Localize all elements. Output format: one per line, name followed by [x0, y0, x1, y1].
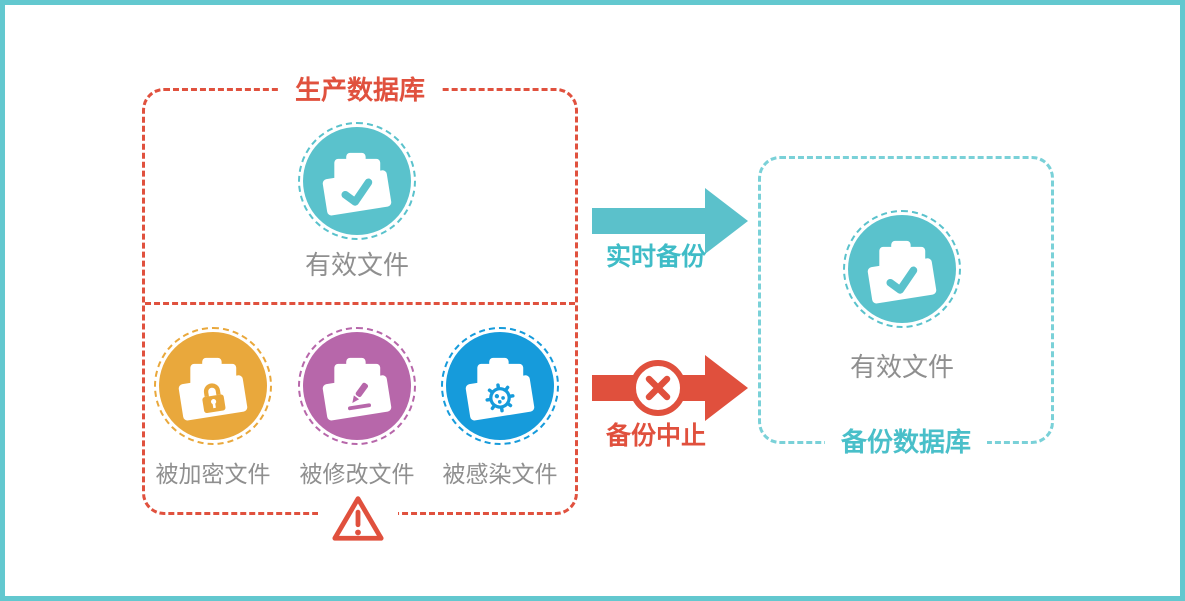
encrypted-files-label: 被加密文件: [155, 461, 271, 487]
modified-files-label: 被修改文件: [299, 461, 415, 487]
backup-database-title: 备份数据库: [824, 426, 988, 458]
realtime-backup-arrow: [592, 188, 748, 254]
realtime-backup-label: 实时备份: [605, 243, 706, 271]
encrypted-files-badge: [154, 327, 272, 445]
x-circle-icon: [630, 360, 686, 416]
valid-files-label: 有效文件: [304, 250, 409, 280]
production-section-divider: [145, 302, 575, 305]
backup-valid-files-label: 有效文件: [849, 352, 954, 382]
backup-valid-files-badge: [843, 210, 961, 328]
infected-files-label: 被感染文件: [442, 461, 558, 487]
backup-aborted-arrow: [592, 355, 748, 421]
pencil-folder-icon: [303, 332, 411, 440]
valid-files-badge: [298, 122, 416, 240]
lock-folder-icon: [159, 332, 267, 440]
production-database-title: 生产数据库: [278, 74, 442, 106]
check-folder-icon: [848, 215, 956, 323]
backup-aborted-label: 备份中止: [605, 422, 706, 450]
infected-files-badge: [441, 327, 559, 445]
check-folder-icon: [303, 127, 411, 235]
warning-triangle-icon: [318, 489, 398, 547]
modified-files-badge: [298, 327, 416, 445]
backup-database-box: 备份数据库: [758, 156, 1054, 458]
virus-folder-icon: [446, 332, 554, 440]
